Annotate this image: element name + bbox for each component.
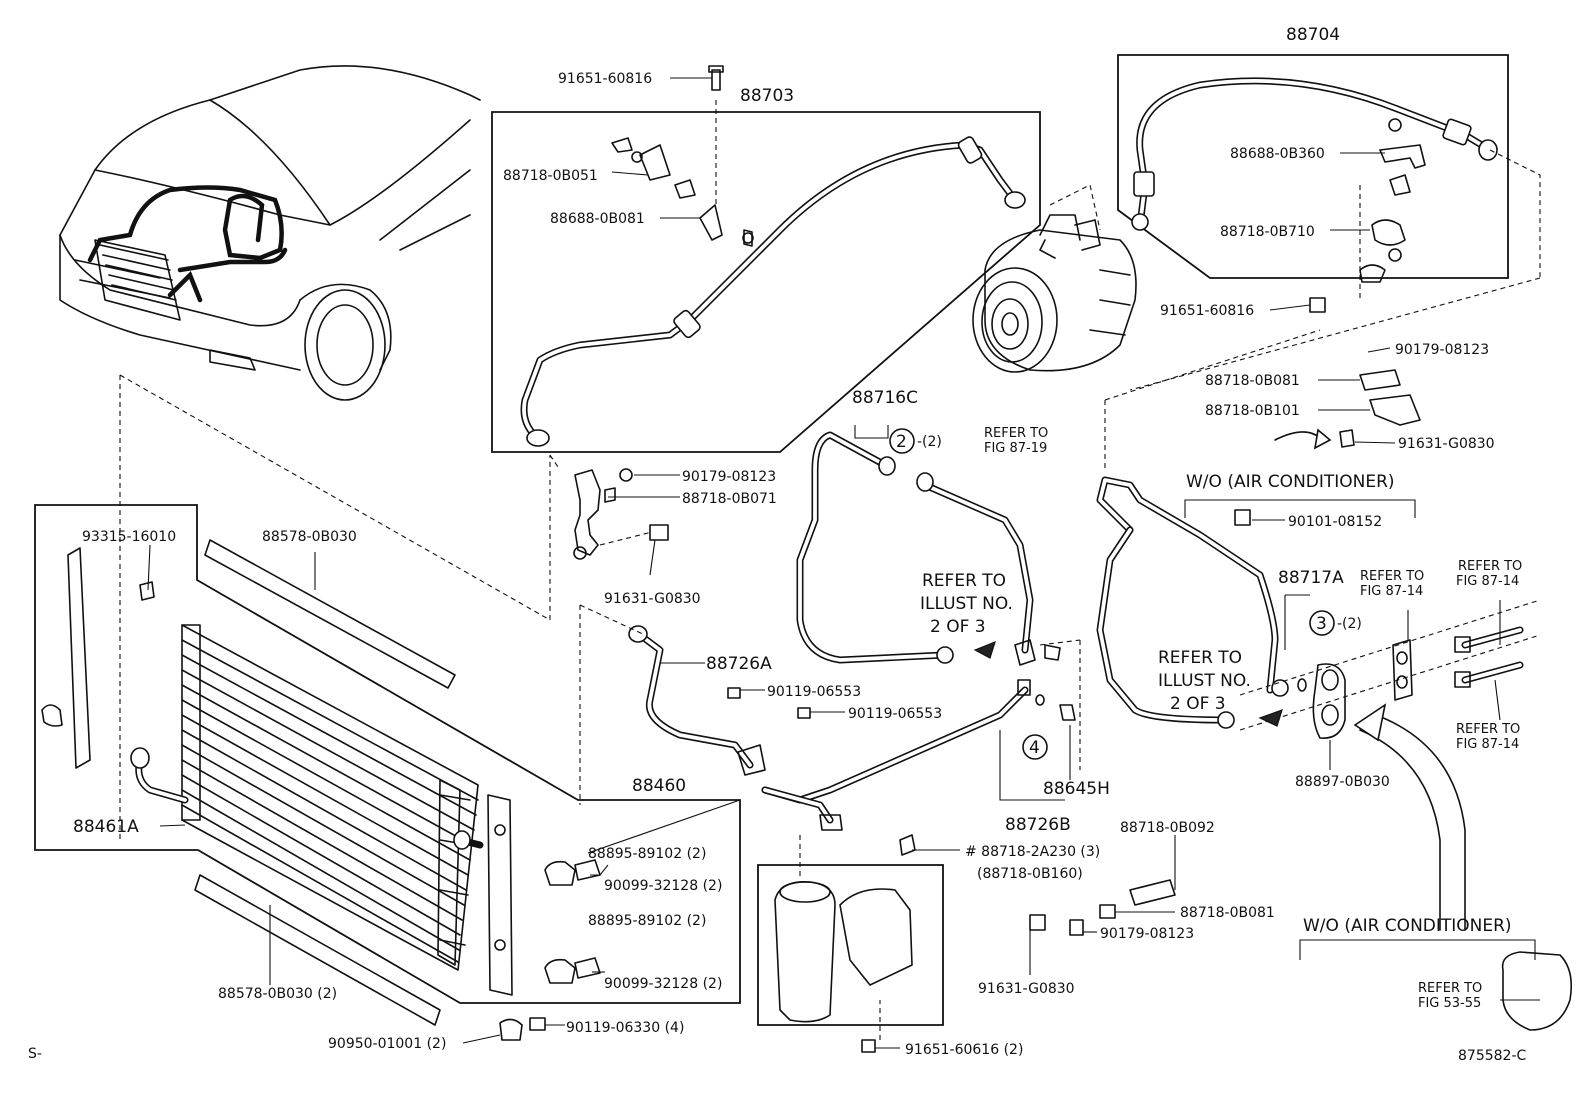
label-88726B: 88726B [1005,815,1071,835]
label-88895-89102-b: 88895-89102 (2) [588,913,706,929]
label-90179-08123-low: 90179-08123 [1100,926,1194,942]
label-90179-08123-right: 90179-08123 [1395,342,1489,358]
label-91631-G0830-mid: 91631-G0830 [604,591,701,607]
label-90099-32128-a: 90099-32128 (2) [604,878,722,894]
label-88718-0B051: 88718-0B051 [503,168,598,184]
label-88688-0B081: 88688-0B081 [550,211,645,227]
label-91631-G0830-low: 91631-G0830 [978,981,1075,997]
label-88645H: 88645H [1043,779,1110,799]
circled-numbers [889,428,1335,760]
reference-notes: REFER TO FIG 87-19 REFER TO ILLUST NO. 2… [28,426,1526,1064]
refer-compressor-1: REFER TO [984,426,1048,441]
receiver-box [757,835,944,1040]
label-88578-0B030: 88578-0B030 [262,529,357,545]
label-90099-32128-b: 90099-32128 (2) [604,976,722,992]
wo-ac-note-2: W/O (AIR CONDITIONER) [1303,916,1512,936]
refer-14-a-1: REFER TO [1360,569,1424,584]
label-91651-60616: 91651-60616 (2) [905,1042,1023,1058]
refer-illust-a-1: REFER TO [922,571,1006,591]
label-90179-08123-mid: 90179-08123 [682,469,776,485]
label-88726A: 88726A [706,654,772,674]
circle-2: 2 [896,432,907,452]
refer-illust-b-1: REFER TO [1158,648,1242,668]
label-88895-89102-a: 88895-89102 (2) [588,846,706,862]
label-88461A: 88461A [73,817,139,837]
label-88460: 88460 [632,776,686,796]
box-88703 [491,65,1041,453]
vehicle-illustration [59,65,481,401]
drawing-number: 875582-C [1458,1048,1526,1064]
label-90950-01001: 90950-01001 (2) [328,1036,446,1052]
circle-4: 4 [1029,738,1040,758]
refer-14-b-2: FIG 87-14 [1456,574,1519,589]
label-91631-G0830-right: 91631-G0830 [1398,436,1495,452]
label-90101-08152: 90101-08152 [1288,514,1382,530]
pipe-88717A [1096,329,1541,739]
label-88718-2A230: # 88718-2A230 (3) [965,844,1100,860]
corner-mark: S- [28,1046,42,1062]
refer-illust-b-3: 2 OF 3 [1170,694,1226,714]
label-88718-0B071: 88718-0B071 [682,491,777,507]
label-91651-60816-top: 91651-60816 [558,71,652,87]
refer-53-1: REFER TO [1418,981,1482,996]
label-88718-0B101: 88718-0B101 [1205,403,1300,419]
refer-14-c-1: REFER TO [1456,722,1520,737]
label-88897-0B030: 88897-0B030 [1295,774,1390,790]
box-88704 [1117,54,1509,279]
label-88718-0B710: 88718-0B710 [1220,224,1315,240]
label-88718-0B081-right: 88718-0B081 [1205,373,1300,389]
refer-53-2: FIG 53-55 [1418,996,1481,1011]
hardware [499,149,1573,1053]
label-93315-16010: 93315-16010 [82,529,176,545]
pipe-88726 [579,604,1081,831]
label-88703: 88703 [740,86,794,106]
label-88717A: 88717A [1278,568,1344,588]
refer-illust-b-2: ILLUST NO. [1158,671,1251,691]
label-90119-06330: 90119-06330 (4) [566,1020,684,1036]
label-88718-0B081-low: 88718-0B081 [1180,905,1275,921]
circle-2-qty: -(2) [917,434,942,450]
part-labels: 88704 88703 91651-60816 88718-0B051 8868… [73,25,1495,1058]
label-88716C: 88716C [852,388,918,408]
circle-3-qty: -(2) [1337,616,1362,632]
refer-illust-a-2: ILLUST NO. [920,594,1013,614]
refer-illust-a-3: 2 OF 3 [930,617,986,637]
refer-14-c-2: FIG 87-14 [1456,737,1519,752]
label-88578-0B030-2: 88578-0B030 (2) [218,986,337,1002]
compressor [972,214,1137,373]
label-88718-0B092: 88718-0B092 [1120,820,1215,836]
label-90119-06553-a: 90119-06553 [767,684,861,700]
pipe-88716C [796,431,1061,666]
label-88704: 88704 [1286,25,1340,45]
circle-3: 3 [1316,614,1327,634]
label-90119-06553-b: 90119-06553 [848,706,942,722]
condenser [34,374,741,1026]
leader-lines [147,77,1540,1049]
wo-ac-note-1: W/O (AIR CONDITIONER) [1186,472,1395,492]
label-88688-0B360: 88688-0B360 [1230,146,1325,162]
refer-14-b-1: REFER TO [1458,559,1522,574]
circled-number-text: 2 -(2) 3 -(2) 4 [896,432,1362,758]
label-88718-0B160: (88718-0B160) [977,866,1083,882]
label-91651-60816-right: 91651-60816 [1160,303,1254,319]
refer-14-a-2: FIG 87-14 [1360,584,1423,599]
refer-compressor-2: FIG 87-19 [984,441,1047,456]
